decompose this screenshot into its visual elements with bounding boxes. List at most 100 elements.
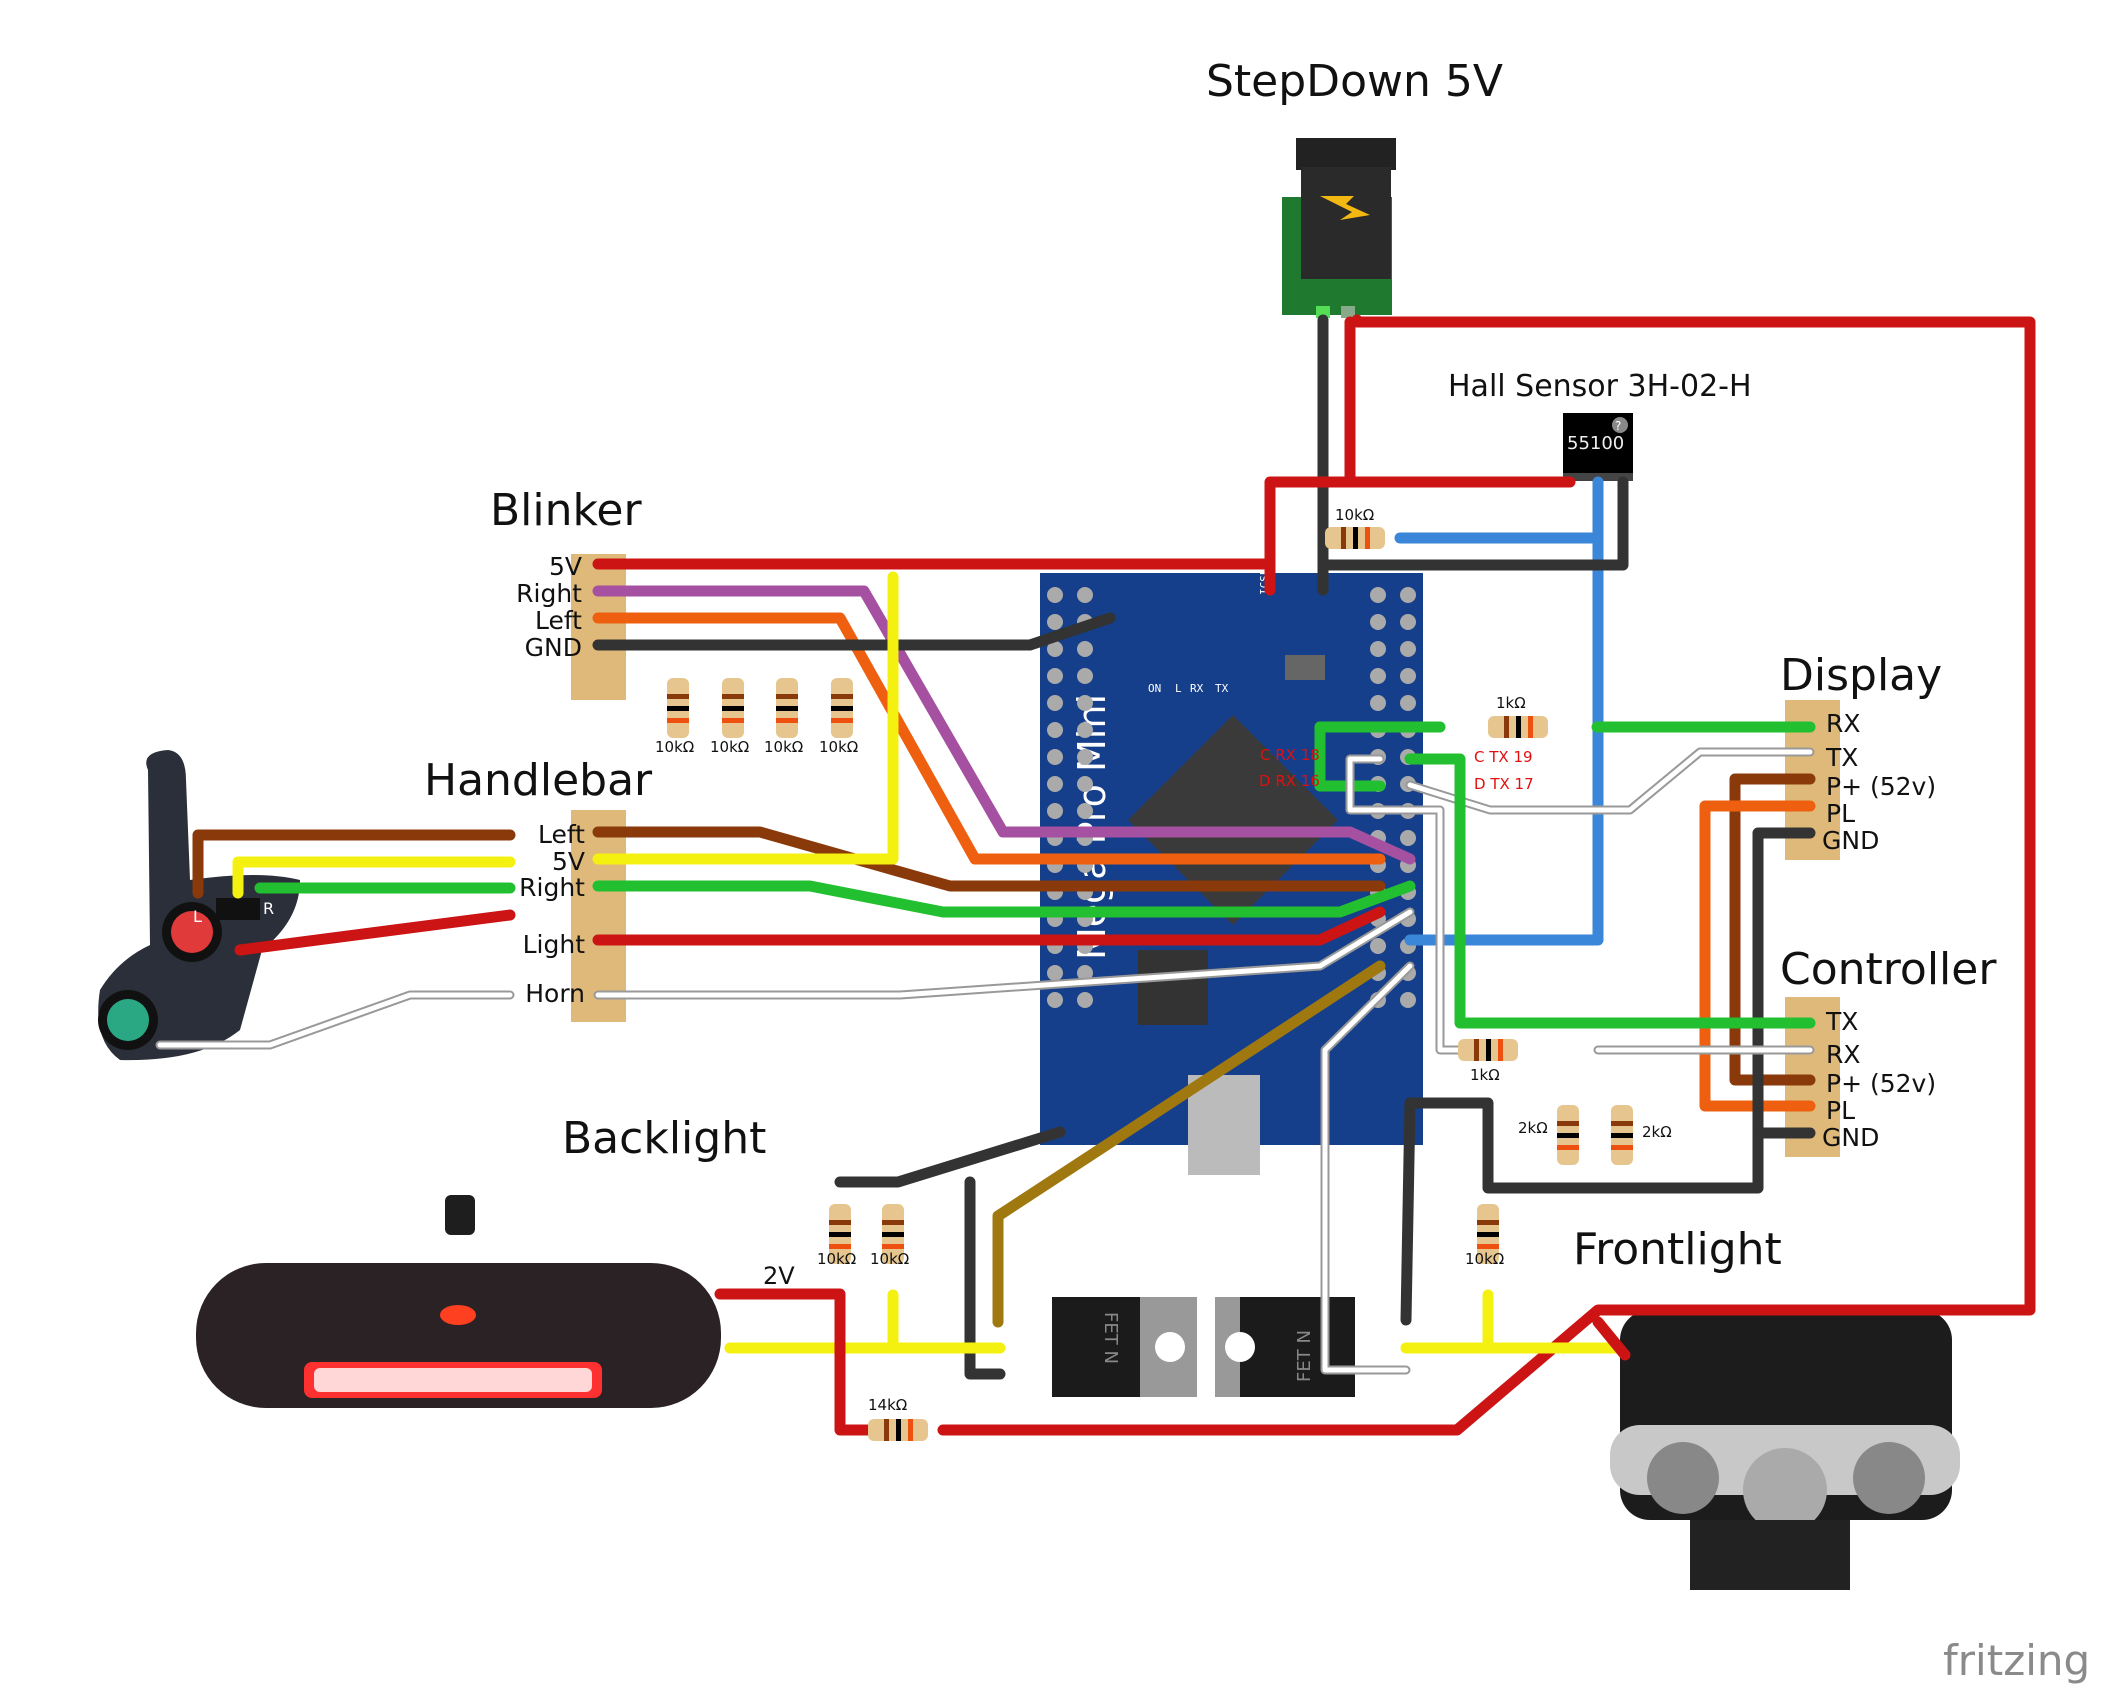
resistor-divider-l[interactable]: 2kΩ	[1518, 1105, 1579, 1165]
resistor-band	[1557, 1133, 1579, 1138]
controller-pin-p-plus: P+ (52v)	[1826, 1069, 1936, 1098]
wire-blinker-5v[interactable]	[592, 558, 1276, 596]
board-pin	[1370, 668, 1386, 684]
hall-sensor[interactable]: ? 55100	[1563, 413, 1633, 481]
horn-button[interactable]	[107, 999, 149, 1041]
frontlight-led-center	[1743, 1448, 1827, 1532]
frontlight-led-right	[1853, 1442, 1925, 1514]
wire-handlebar-light[interactable]	[592, 906, 1386, 946]
controller-pin-gnd: GND	[1822, 1123, 1879, 1152]
resistor-display-rx-res[interactable]: 1kΩ	[1488, 694, 1548, 738]
display-pin-tx: TX	[1825, 743, 1858, 772]
stepdown-pin-gnd[interactable]	[1316, 306, 1330, 318]
wire-handlebar-right[interactable]	[592, 880, 1416, 918]
resistor-band	[1557, 1121, 1579, 1126]
resistor-blinker-pd-1[interactable]: 10kΩ	[655, 678, 694, 756]
resistor-divider-r[interactable]: 2kΩ	[1611, 1105, 1672, 1165]
wire-backlight-2v[interactable]	[714, 1288, 876, 1436]
handlebar-pin-5v: 5V	[552, 847, 585, 876]
wire-switch-horn-core[interactable]	[157, 992, 513, 1048]
wire-controller-tx[interactable]	[1404, 753, 1816, 1029]
wire-backlight-gate[interactable]	[992, 960, 1386, 1328]
board-pin	[1047, 641, 1063, 657]
wire-board-gnd-mosfet[interactable]	[834, 1126, 1066, 1188]
resistor-band	[1611, 1133, 1633, 1138]
resistor-label: 2kΩ	[1642, 1123, 1672, 1141]
wire-handlebar-horn-core[interactable]	[595, 909, 1413, 998]
resistor-band	[884, 1419, 889, 1441]
resistor-label: 10kΩ	[870, 1250, 909, 1268]
jack-body	[1301, 167, 1391, 279]
stepdown-pin-vout[interactable]	[1341, 306, 1355, 318]
hall-sensor-title: Hall Sensor 3H-02-H	[1448, 369, 1752, 404]
resistor-band	[829, 1244, 851, 1249]
wire-handlebar-5v[interactable]	[592, 571, 899, 865]
resistor-label: 10kΩ	[1335, 506, 1374, 524]
wire-blinker-gnd[interactable]	[592, 612, 1116, 651]
resistor-controller-rx-res[interactable]: 1kΩ	[1458, 1039, 1518, 1084]
stepdown-module[interactable]	[1282, 138, 1396, 318]
wire-switch-left[interactable]	[192, 829, 516, 899]
reset-button[interactable]	[1285, 655, 1325, 680]
resistor-backlight-pd-1[interactable]: 10kΩ	[817, 1204, 856, 1268]
wire-display-gnd[interactable]	[1404, 827, 1816, 1194]
resistor-band	[1365, 527, 1370, 549]
board-pin	[1047, 695, 1063, 711]
board-pin	[1400, 641, 1416, 657]
resistor-band	[1557, 1145, 1579, 1150]
resistor-backlight-series[interactable]: 14kΩ	[868, 1396, 928, 1441]
wire-serial-white-core[interactable]	[1347, 756, 1463, 1053]
display-pin-pl: PL	[1826, 799, 1855, 828]
board-pin	[1077, 695, 1093, 711]
wire-display-p[interactable]	[1729, 773, 1816, 1086]
frontlight-mount	[1690, 1520, 1850, 1590]
resistor-band	[1477, 1220, 1499, 1225]
wire-frontlight-drain[interactable]	[1400, 1097, 1416, 1326]
arduino-board[interactable]: ICSP ON L RX TX Mega Pro Mini	[1040, 568, 1423, 1175]
controller-title: Controller	[1780, 944, 1997, 995]
wire-mosfet-gnd[interactable]	[964, 1176, 1006, 1380]
board-pin	[1047, 749, 1063, 765]
resistor-backlight-pd-2[interactable]: 10kΩ	[870, 1204, 909, 1268]
wire-hall-gnd[interactable]	[1317, 476, 1629, 571]
resistor-blinker-pd-4[interactable]: 10kΩ	[819, 678, 858, 756]
wire-power-red[interactable]	[937, 314, 2036, 1436]
resistor-frontlight-pd[interactable]: 10kΩ	[1465, 1204, 1504, 1268]
board-pin	[1047, 776, 1063, 792]
resistor-band	[1516, 716, 1521, 738]
backlight-indicator	[440, 1305, 476, 1325]
usb-port[interactable]	[1188, 1075, 1260, 1175]
wire-hall-5v[interactable]	[1264, 476, 1576, 596]
resistor-band	[1341, 527, 1346, 549]
light-button[interactable]	[171, 911, 213, 953]
wire-serial-green-a[interactable]	[1314, 721, 1386, 792]
wire-frontlight-gate-core[interactable]	[1322, 963, 1413, 1373]
blinker-title: Blinker	[490, 485, 643, 536]
wire-hall-signal[interactable]	[1404, 476, 1604, 946]
resistor-band	[1504, 716, 1509, 738]
stepdown-title: StepDown 5V	[1206, 56, 1503, 107]
board-pin	[1077, 668, 1093, 684]
board-pin	[1400, 587, 1416, 603]
board-pin	[1047, 614, 1063, 630]
handlebar-title: Handlebar	[424, 755, 653, 806]
wire-frontlight-red[interactable]	[1592, 1316, 1631, 1361]
board-pin	[1047, 965, 1063, 981]
resistor-band	[882, 1232, 904, 1237]
resistor-hall-pullup[interactable]: 10kΩ	[1325, 506, 1385, 549]
resistor-blinker-pd-3[interactable]: 10kΩ	[764, 678, 803, 756]
wire-blinker-left[interactable]	[592, 612, 1386, 865]
resistor-label: 10kΩ	[817, 1250, 856, 1268]
resistor-blinker-pd-2[interactable]: 10kΩ	[710, 678, 749, 756]
wire-switch-5v[interactable]	[232, 856, 516, 899]
resistor-band	[722, 706, 744, 711]
resistor-band	[1498, 1039, 1503, 1061]
wire-switch-light[interactable]	[234, 909, 516, 956]
resistor-band	[1611, 1121, 1633, 1126]
resistor-band	[882, 1244, 904, 1249]
resistor-band	[908, 1419, 913, 1441]
wire-blinker-right[interactable]	[592, 585, 1416, 865]
controller-pin-tx: TX	[1825, 1007, 1858, 1036]
blinker-slider[interactable]	[216, 898, 260, 920]
